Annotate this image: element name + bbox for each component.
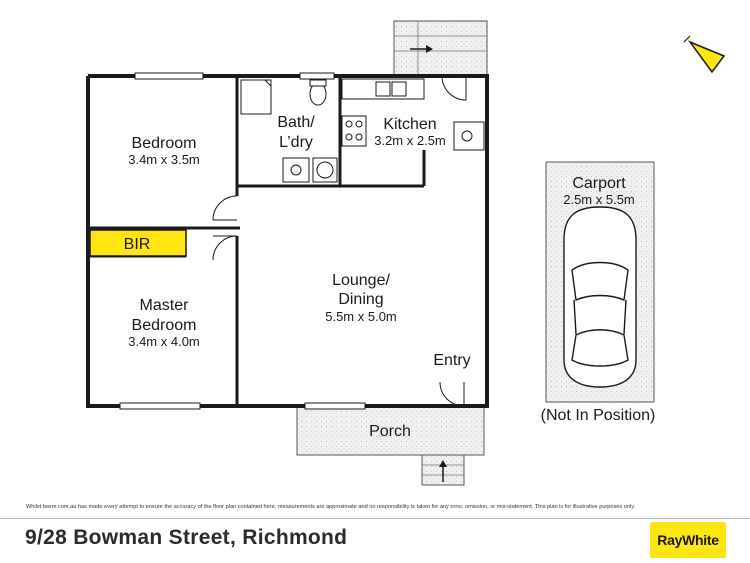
carport-note: (Not In Position): [541, 407, 656, 424]
entry-label: Entry: [433, 352, 470, 369]
rear-steps: [393, 20, 488, 76]
kitchen-dims: 3.2m x 2.5m: [374, 133, 446, 148]
property-address: 9/28 Bowman Street, Richmond: [25, 526, 348, 549]
bir-highlight: [89, 229, 187, 257]
bath-label: Bath/: [277, 114, 315, 131]
footer-divider: [0, 518, 750, 519]
bath-label: L’dry: [279, 134, 313, 151]
lounge-label: Dining: [338, 291, 383, 308]
disclaimer-text: Whilst bwrm.com.au has made every attemp…: [26, 504, 636, 510]
bedroom-dims: 3.4m x 3.5m: [128, 152, 200, 167]
lounge-label: Lounge/: [332, 272, 390, 289]
bathroom-fixtures: [240, 79, 338, 183]
kitchen-label: Kitchen: [383, 116, 436, 133]
windows: [119, 72, 366, 410]
compass-arrow-icon: [683, 35, 726, 74]
carport-dims: 2.5m x 5.5m: [563, 192, 635, 207]
porch-label: Porch: [369, 423, 411, 440]
stair-arrow-icon: [439, 460, 447, 482]
stair-arrow-icon: [410, 45, 433, 53]
kitchen-fixtures: [341, 78, 485, 151]
door-swing-icon: [212, 75, 467, 407]
agency-logo: RayWhite: [650, 522, 726, 558]
porch-area: [296, 405, 485, 486]
walls: [86, 74, 489, 408]
bir-label: BIR: [124, 236, 151, 253]
master-label: Bedroom: [132, 317, 197, 334]
lounge-dims: 5.5m x 5.0m: [325, 309, 397, 324]
bedroom-label: Bedroom: [132, 135, 197, 152]
carport: [545, 161, 655, 403]
car-icon: [563, 206, 637, 388]
carport-label: Carport: [572, 175, 626, 192]
floor-plan: Bedroom 3.4m x 3.5m Bath/ L’dry Kitchen …: [86, 20, 726, 486]
master-dims: 3.4m x 4.0m: [128, 334, 200, 349]
logo-text: RayWhite: [657, 532, 719, 548]
master-label: Master: [140, 297, 190, 314]
